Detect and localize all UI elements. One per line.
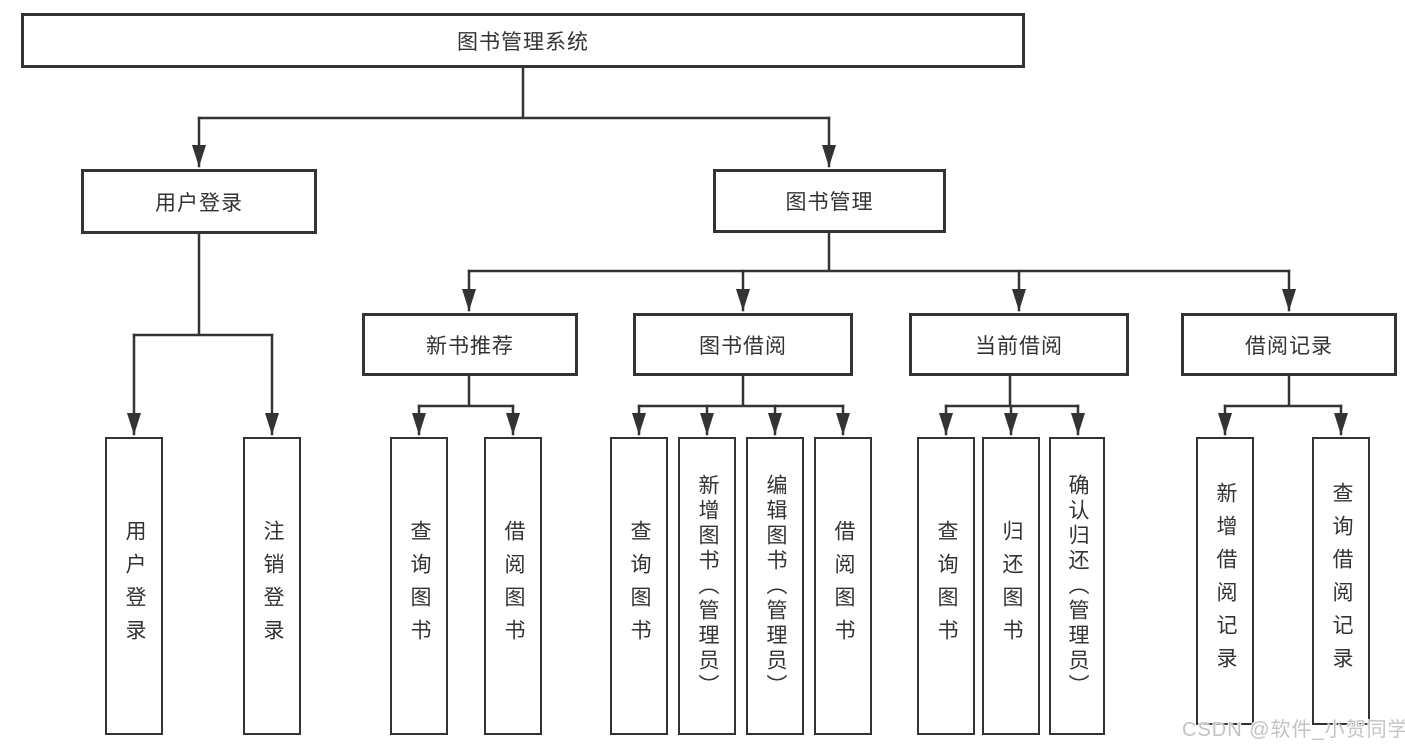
leaf-recommend-query-book: 查询图书 [390,437,448,735]
leaf-logout: 注销登录 [243,437,301,735]
leaf-return-book: 归还图书 [982,437,1040,735]
leaf-add-borrow-record: 新增借阅记录 [1196,437,1254,725]
leaf-user-login: 用户登录 [105,437,163,735]
leaf-confirm-return-admin: 确认归还（管理员） [1049,437,1105,735]
leaf-current-query-book: 查询图书 [917,437,975,735]
leaf-borrow-book: 借阅图书 [814,437,872,735]
node-current-borrow: 当前借阅 [909,313,1129,376]
node-new-book-recommend: 新书推荐 [362,313,578,376]
node-borrow-records: 借阅记录 [1181,313,1397,376]
node-book-management-group: 图书管理 [713,169,946,233]
leaf-recommend-borrow-book: 借阅图书 [484,437,542,735]
node-library-management-system: 图书管理系统 [21,13,1025,68]
leaf-add-book-admin: 新增图书（管理员） [678,437,736,735]
node-user-login-group: 用户登录 [81,169,317,234]
watermark: CSDN @软件_小贺同学 [1182,719,1405,741]
node-book-borrow: 图书借阅 [633,313,853,376]
leaf-borrow-query-book: 查询图书 [610,437,668,735]
leaf-edit-book-admin: 编辑图书（管理员） [746,437,804,735]
leaf-query-borrow-record: 查询借阅记录 [1312,437,1370,725]
